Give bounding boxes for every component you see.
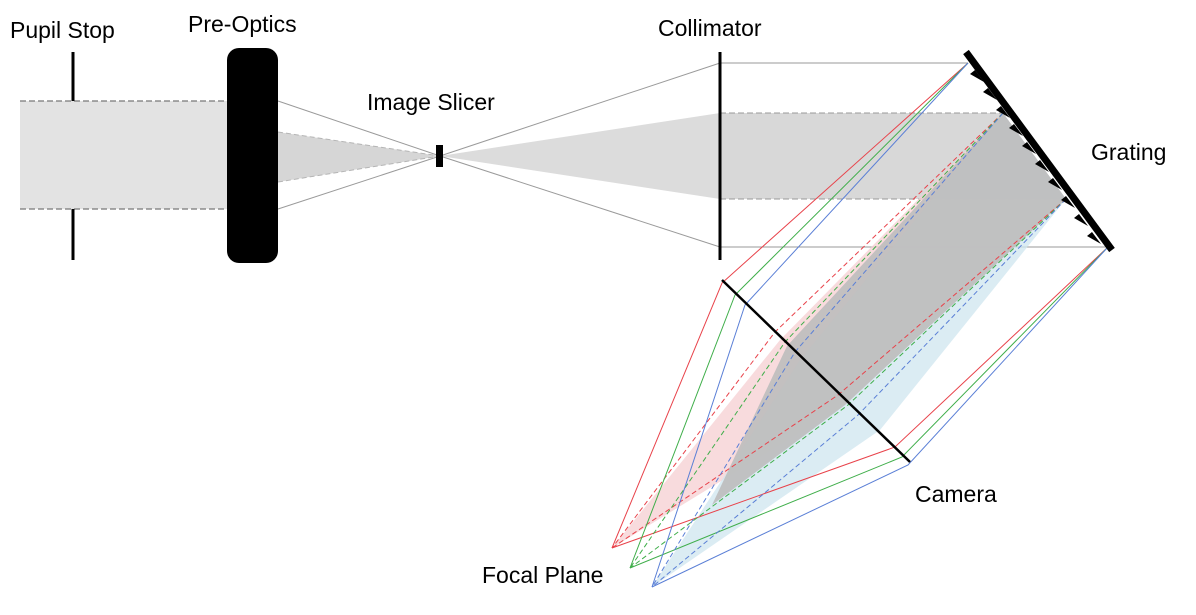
preoptics-ray-inner-top	[277, 131, 441, 157]
grating-label: Grating	[1091, 139, 1166, 165]
input-beam	[20, 101, 232, 209]
pre-optics-label: Pre-Optics	[188, 11, 297, 37]
slicer-ray-top	[439, 62, 721, 157]
red-ray-inner-bottom	[611, 198, 1067, 549]
preoptics-focus-cone	[278, 132, 440, 182]
grating-element	[963, 49, 1115, 253]
green-ray-outer-bottom	[629, 246, 1109, 569]
pupil-stop-label: Pupil Stop	[10, 17, 115, 43]
preoptics-ray-bottom	[277, 155, 441, 210]
collimator-input-cone	[440, 113, 720, 199]
blue-ray-outer-bottom	[651, 246, 1109, 588]
red-ray-outer-top	[611, 62, 969, 549]
focal-plane-label: Focal Plane	[482, 562, 603, 588]
preoptics-ray-inner-bottom	[277, 155, 441, 183]
image-slicer-label: Image Slicer	[367, 89, 495, 115]
pre-optics-lens	[227, 48, 278, 263]
preoptics-ray-top	[277, 100, 441, 157]
image-slicer-element	[436, 145, 443, 167]
slicer-ray-bottom	[439, 155, 721, 248]
green-ray-outer-top	[629, 62, 969, 569]
blue-ray-outer-top	[651, 62, 969, 588]
blue-ray-inner-bottom	[651, 198, 1067, 588]
green-ray-inner-bottom	[629, 198, 1067, 569]
collimator-label: Collimator	[658, 15, 762, 41]
dispersed-beam-core	[712, 113, 1066, 505]
camera-lens	[721, 279, 911, 463]
camera-label: Camera	[915, 481, 997, 507]
